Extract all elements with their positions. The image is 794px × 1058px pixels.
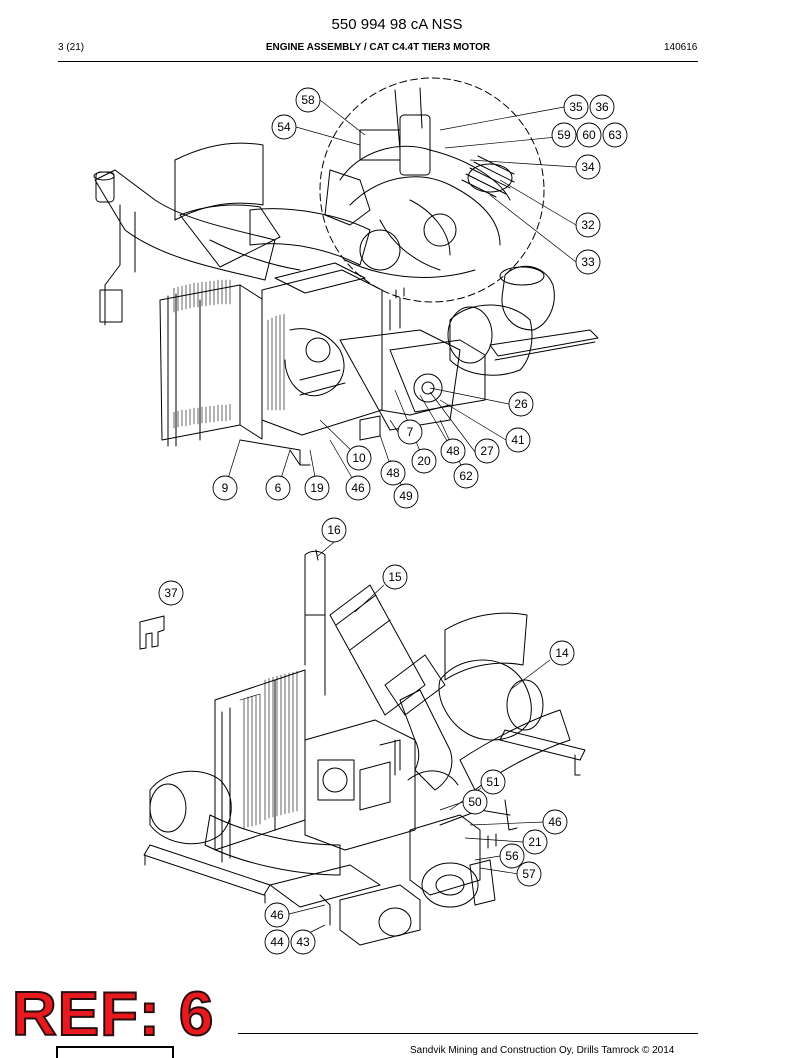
callout-46b: 46	[542, 809, 568, 835]
header-rule	[58, 61, 698, 62]
svg-text:9: 9	[222, 481, 229, 495]
svg-text:36: 36	[595, 100, 609, 114]
callout-35: 35	[563, 94, 589, 120]
callout-9: 9	[212, 475, 238, 501]
svg-text:63: 63	[608, 128, 622, 142]
svg-text:19: 19	[310, 481, 324, 495]
svg-text:46: 46	[351, 481, 365, 495]
ref-stamp: REF: 6	[11, 980, 215, 1049]
callout-44: 44	[264, 929, 290, 955]
svg-text:21: 21	[528, 835, 542, 849]
sandvik-logo	[56, 1046, 174, 1058]
callout-32: 32	[575, 212, 601, 238]
callout-46c: 46	[264, 902, 290, 928]
callout-33: 33	[575, 249, 601, 275]
callout-62: 62	[453, 463, 479, 489]
svg-text:43: 43	[296, 935, 310, 949]
document-code: 550 994 98 cA NSS	[331, 16, 463, 33]
callout-14: 14	[549, 640, 575, 666]
callout-43: 43	[290, 929, 316, 955]
bottom-assembly-illustration	[139, 549, 586, 946]
document-date: 140616	[664, 42, 698, 53]
callout-36: 36	[589, 94, 615, 120]
callout-group: 58 54 35 36 59 60 63 34 32 33 26 41 7 27…	[158, 87, 628, 955]
svg-text:35: 35	[569, 100, 583, 114]
callout-19: 19	[304, 475, 330, 501]
svg-text:32: 32	[581, 218, 595, 232]
svg-text:33: 33	[581, 255, 595, 269]
svg-text:6: 6	[275, 481, 282, 495]
callout-37: 37	[158, 580, 184, 606]
callout-57: 57	[516, 861, 542, 887]
svg-text:34: 34	[581, 160, 595, 174]
svg-text:59: 59	[557, 128, 571, 142]
svg-text:60: 60	[582, 128, 596, 142]
svg-text:41: 41	[511, 433, 525, 447]
svg-text:10: 10	[352, 451, 366, 465]
callout-15: 15	[382, 564, 408, 590]
callout-34: 34	[575, 154, 601, 180]
callout-7: 7	[397, 419, 423, 445]
svg-text:27: 27	[480, 444, 494, 458]
page-number: 3 (21)	[58, 42, 85, 53]
svg-text:50: 50	[468, 795, 482, 809]
svg-text:44: 44	[270, 935, 284, 949]
callout-56: 56	[499, 843, 525, 869]
callout-16: 16	[321, 517, 347, 543]
svg-text:46: 46	[548, 815, 562, 829]
callout-20: 20	[411, 448, 437, 474]
callout-59: 59	[551, 122, 577, 148]
callout-10: 10	[346, 445, 372, 471]
callout-27: 27	[474, 438, 500, 464]
svg-text:48: 48	[386, 466, 400, 480]
svg-text:37: 37	[164, 586, 178, 600]
callout-51: 51	[480, 769, 506, 795]
page-title: ENGINE ASSEMBLY / CAT C4.4T TIER3 MOTOR	[265, 42, 491, 53]
callout-48a: 48	[440, 438, 466, 464]
svg-text:57: 57	[522, 867, 536, 881]
svg-text:54: 54	[277, 120, 291, 134]
callout-54: 54	[271, 114, 297, 140]
svg-text:58: 58	[301, 93, 315, 107]
callout-21: 21	[522, 829, 548, 855]
svg-text:51: 51	[486, 775, 500, 789]
svg-text:48: 48	[446, 444, 460, 458]
callout-48b: 48	[380, 460, 406, 486]
callout-49: 49	[393, 483, 419, 509]
callout-26: 26	[508, 391, 534, 417]
svg-text:26: 26	[514, 397, 528, 411]
callout-63: 63	[602, 122, 628, 148]
svg-text:15: 15	[388, 570, 402, 584]
svg-text:49: 49	[399, 489, 413, 503]
svg-text:20: 20	[417, 454, 431, 468]
footer-rule	[238, 1033, 698, 1034]
callout-60: 60	[576, 122, 602, 148]
callout-6: 6	[265, 475, 291, 501]
callout-46a: 46	[345, 475, 371, 501]
callout-58: 58	[295, 87, 321, 113]
svg-text:46: 46	[270, 908, 284, 922]
svg-text:56: 56	[505, 849, 519, 863]
callout-50: 50	[462, 789, 488, 815]
footer-copyright: Sandvik Mining and Construction Oy, Dril…	[410, 1045, 675, 1056]
svg-text:14: 14	[555, 646, 569, 660]
svg-text:62: 62	[459, 469, 473, 483]
callout-41: 41	[505, 427, 531, 453]
svg-text:16: 16	[327, 523, 341, 537]
top-assembly-illustration	[93, 77, 599, 466]
svg-text:7: 7	[407, 425, 414, 439]
